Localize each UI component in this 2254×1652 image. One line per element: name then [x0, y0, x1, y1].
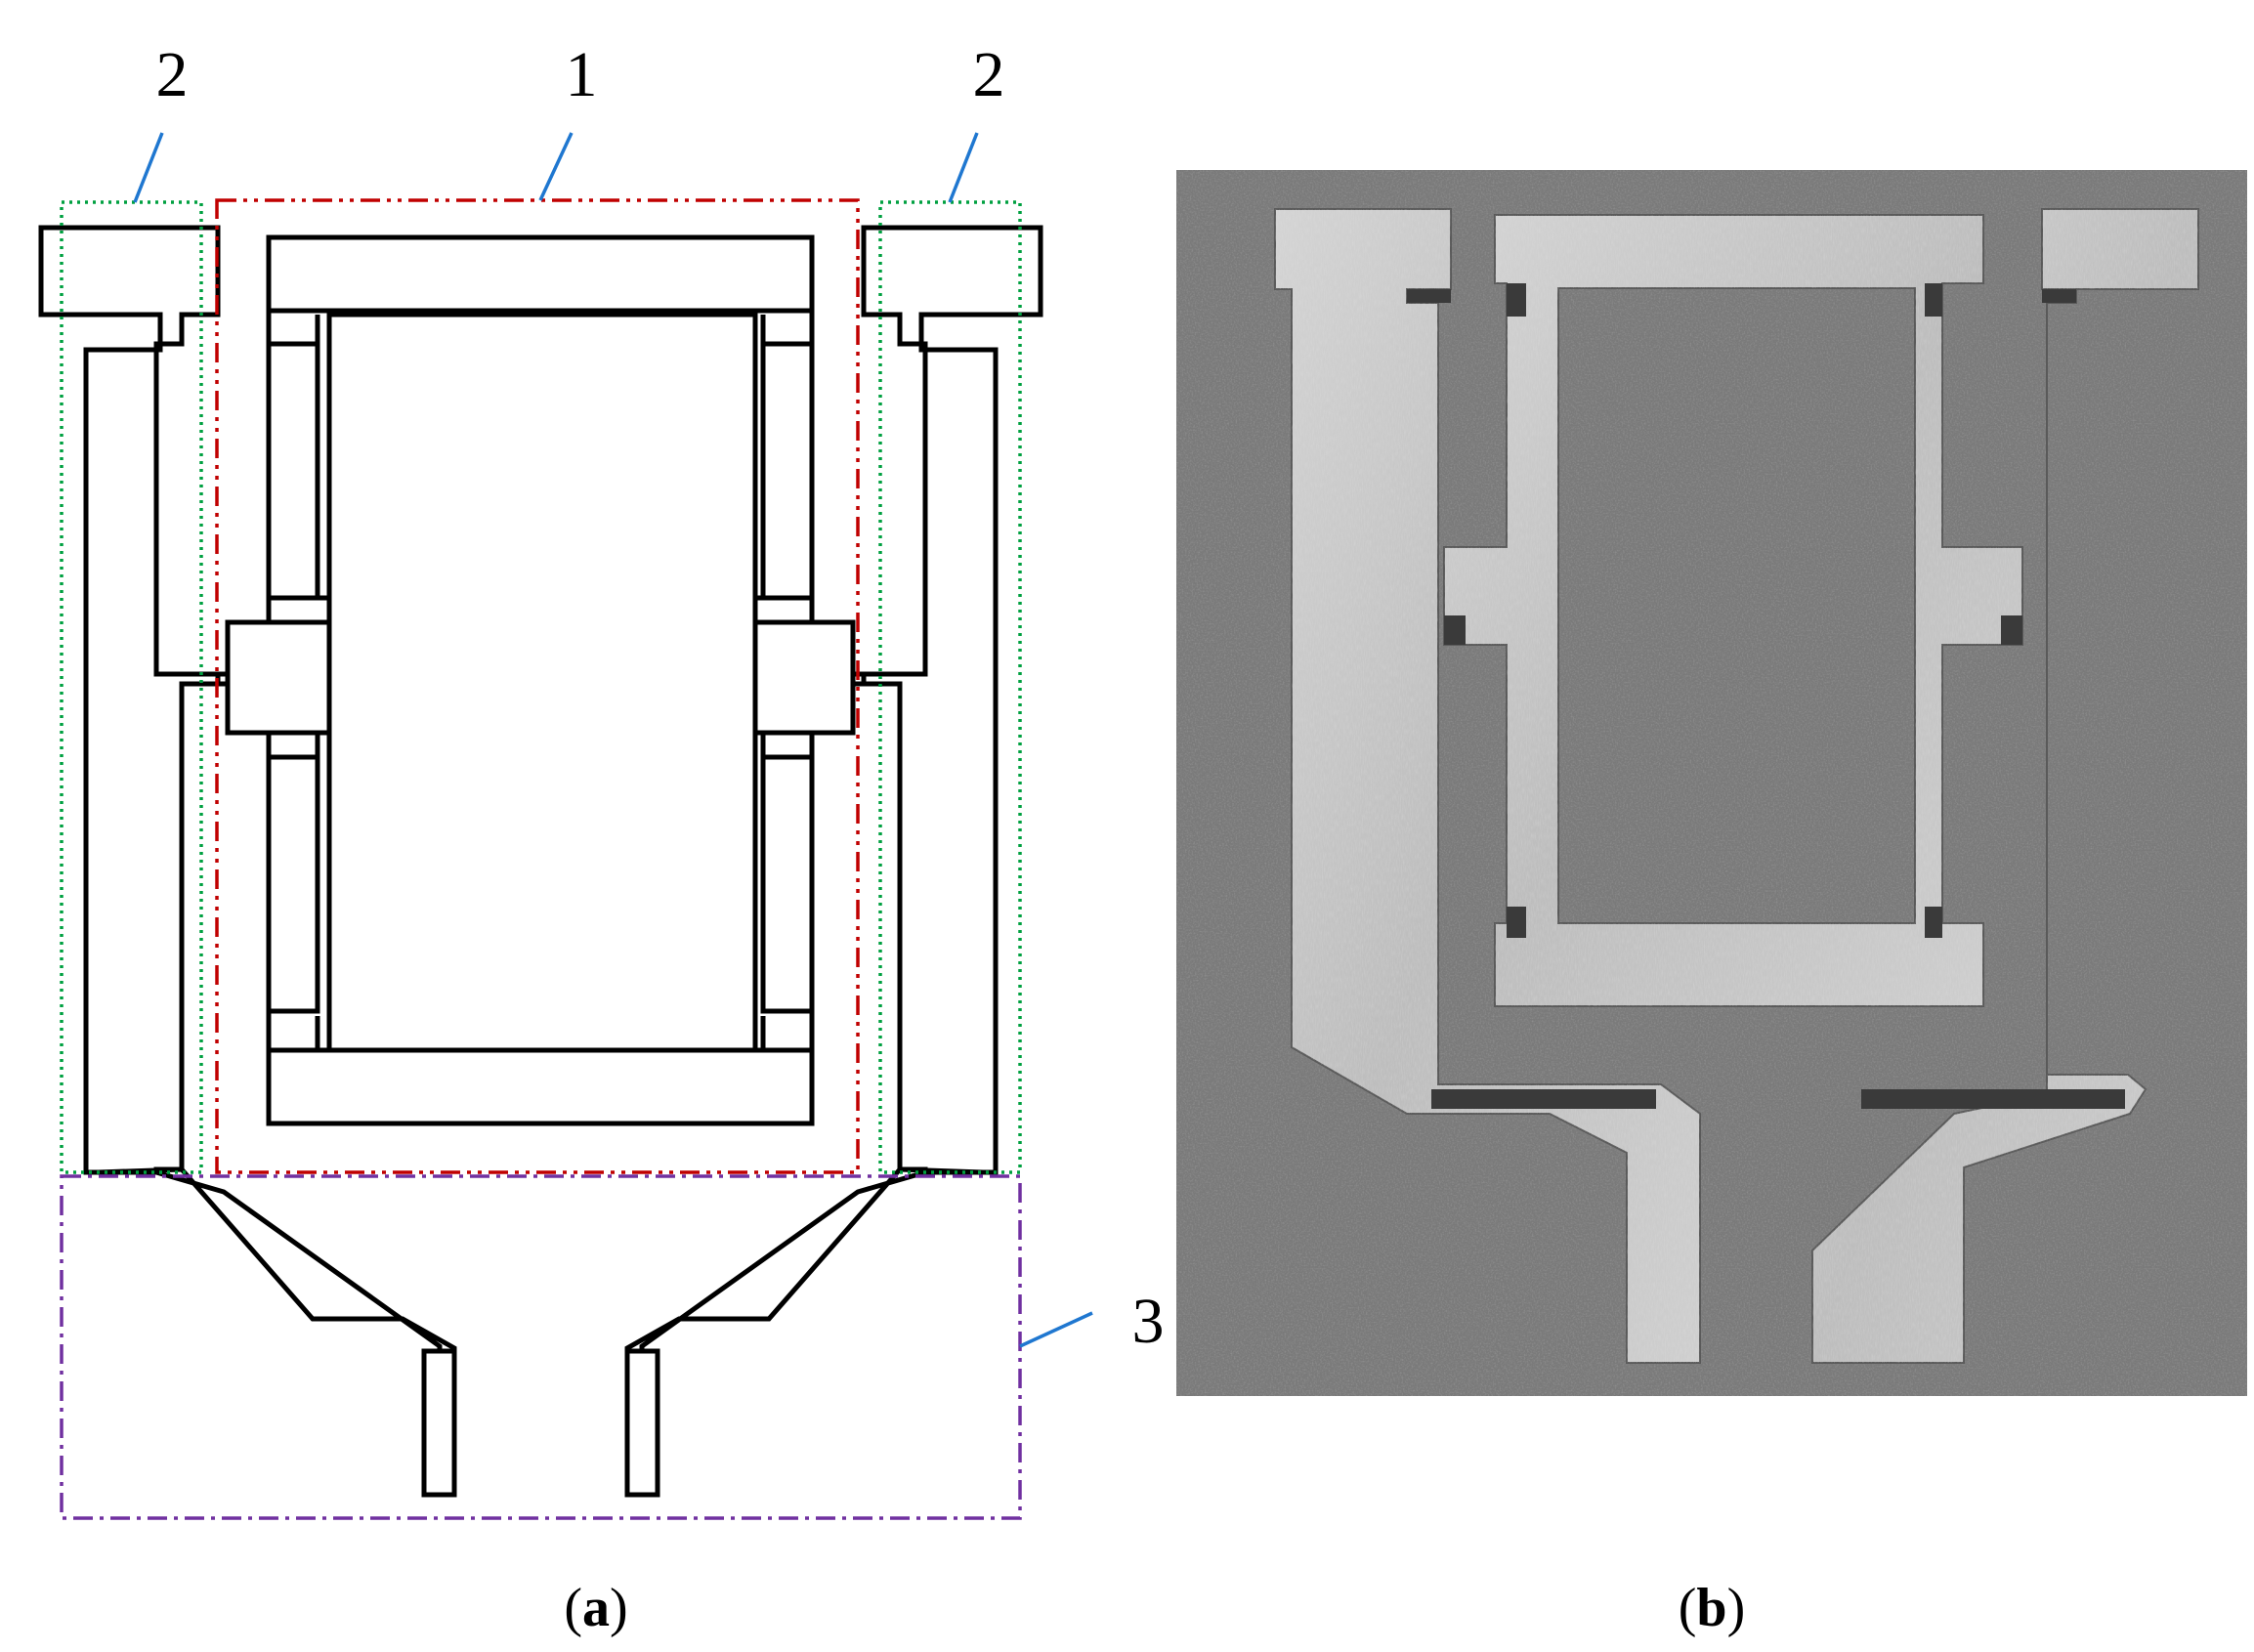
left-jaw-tip — [421, 1348, 457, 1498]
callout-2-left: 2 — [156, 39, 189, 110]
leader-3 — [1019, 1311, 1093, 1348]
region-box-3 — [60, 1174, 1022, 1520]
leader-2-left — [133, 132, 164, 203]
left-jaw-shape — [98, 1166, 457, 1498]
callout-1: 1 — [566, 39, 598, 110]
callout-2-right: 2 — [973, 39, 1005, 110]
leader-2-right — [948, 132, 979, 203]
left-beam-shape — [38, 225, 221, 1175]
photo-slot-shadows — [1407, 283, 2125, 1109]
leader-1 — [538, 132, 574, 201]
region-box-1 — [215, 198, 860, 1174]
right-beam-shape — [861, 225, 1043, 1175]
right-jaw-shape — [624, 1166, 984, 1498]
callout-3: 3 — [1132, 1286, 1165, 1357]
frame-left-column — [225, 311, 329, 1053]
caption-a: (a) — [564, 1578, 627, 1638]
photo-flexure-part — [1274, 208, 2199, 1364]
frame-bottom-bar — [266, 1047, 815, 1126]
frame-top-bar — [266, 234, 815, 314]
right-side-beam-outline — [861, 225, 1043, 1175]
jaw-section-outline — [98, 1166, 984, 1498]
left-side-beam-outline — [38, 225, 221, 1175]
frame-right-column — [755, 311, 856, 1053]
right-jaw-tip — [624, 1348, 660, 1498]
frame-hinges — [182, 671, 900, 687]
frame-inner-window — [326, 312, 758, 1053]
photo-panel: (b) — [1176, 170, 2247, 1638]
central-frame-outline — [182, 234, 900, 1126]
caption-b: (b) — [1679, 1578, 1745, 1638]
schematic-panel: 2 1 2 3 (a) — [38, 39, 1165, 1638]
